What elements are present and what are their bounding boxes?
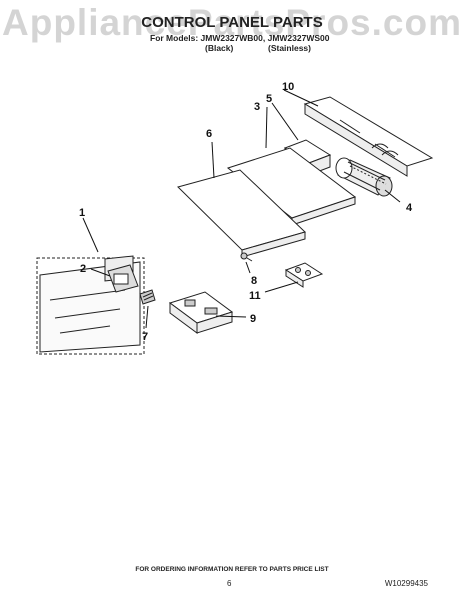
callout-3: 3 [254,101,260,113]
callout-8: 8 [251,275,257,287]
leader-8 [245,261,251,274]
callout-7: 7 [142,331,148,343]
leader-6 [211,141,215,179]
watermark: AppliancePartsPros.com [2,2,462,43]
leader-3 [265,106,268,149]
part-10-bracket [303,96,434,177]
leader-5 [271,102,299,141]
models-line: For Models: JMW2327WB00, JMW2327WS00 [150,33,330,43]
leader-4 [384,189,401,203]
callout-6: 6 [206,128,212,140]
leader-1 [82,217,99,253]
part-2-display [107,264,139,293]
part-9-control-board [168,291,234,334]
callout-2: 2 [80,263,86,275]
part-8-screw [240,252,253,262]
variant-black: (Black) [205,43,234,53]
leader-9 [215,315,247,318]
leader-7 [145,305,149,329]
part-7-keypad [139,289,156,305]
page-title: CONTROL PANEL PARTS [141,14,323,31]
document-number: W10299435 [384,579,428,588]
variant-stainless: (Stainless) [268,43,311,53]
part-4-blower [335,157,393,197]
leader-11 [264,281,299,293]
leader-10 [283,89,319,107]
callout-10: 10 [282,81,294,93]
callout-5: 5 [266,93,272,105]
callout-4: 4 [406,202,413,214]
leader-2 [90,268,111,277]
callout-11: 11 [249,290,261,302]
page-number: 6 [227,579,232,588]
callout-9: 9 [250,313,256,325]
ordering-note: FOR ORDERING INFORMATION REFER TO PARTS … [135,566,329,573]
part-11-board [284,262,324,288]
callout-1: 1 [79,207,85,219]
